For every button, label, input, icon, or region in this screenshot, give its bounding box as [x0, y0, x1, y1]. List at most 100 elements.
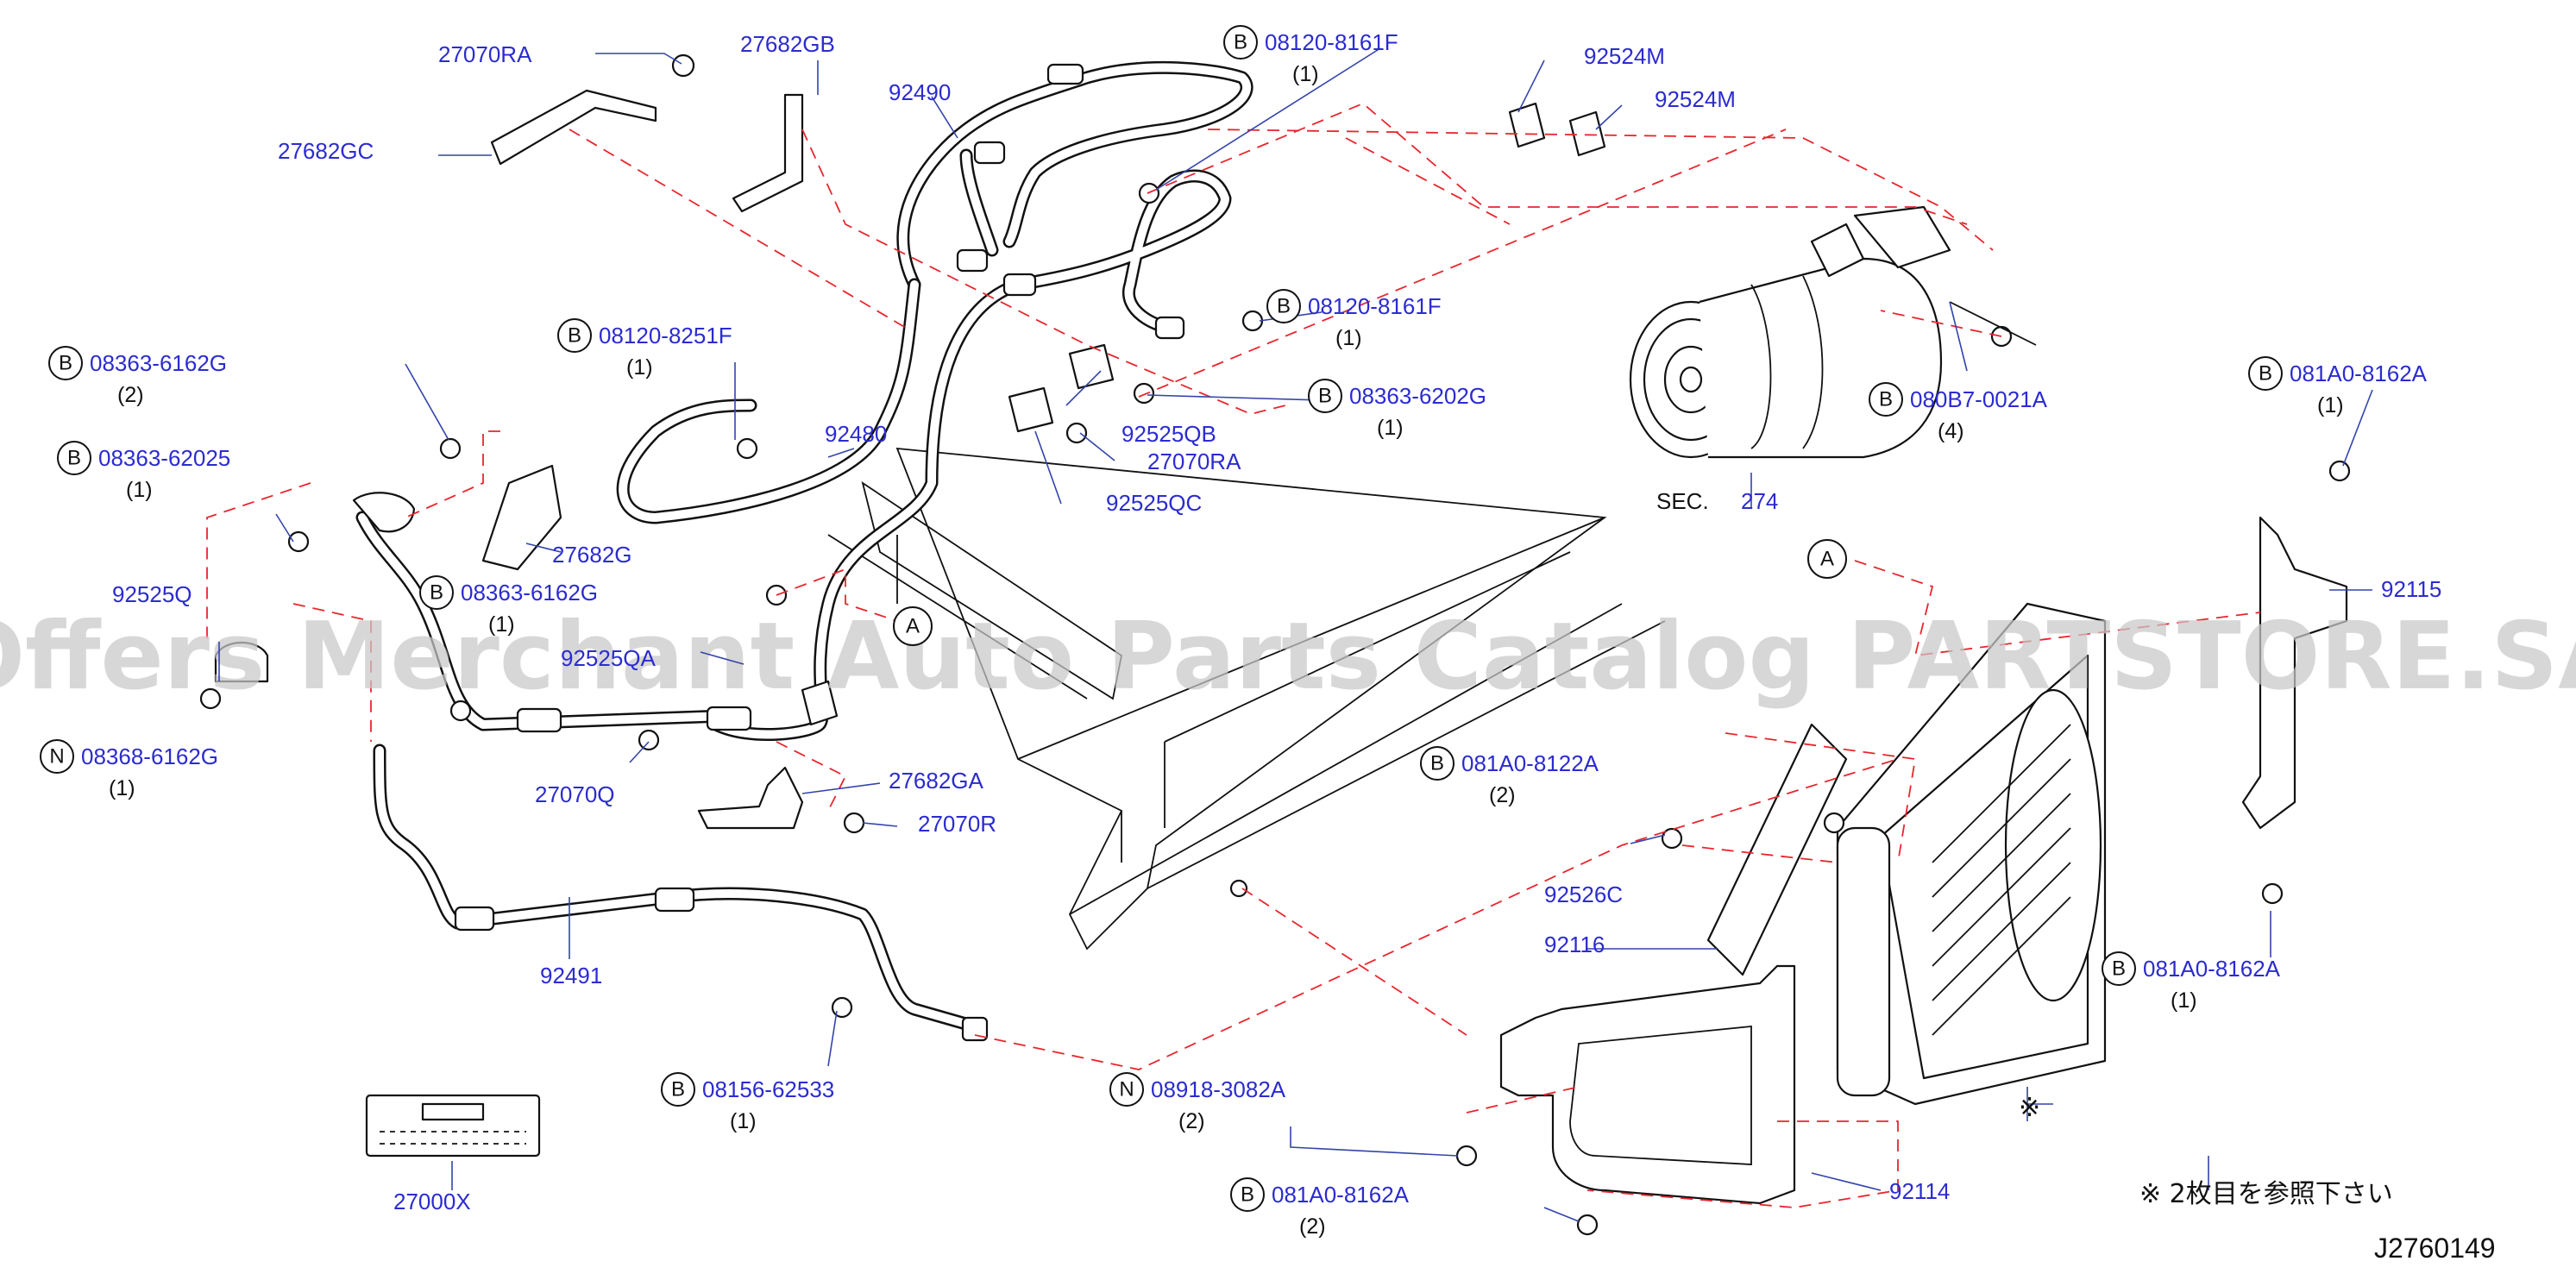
callout-p13[interactable]: 27070RA [1147, 449, 1241, 474]
callout-p26[interactable]: 27682GA [889, 768, 984, 794]
section-ref-number[interactable]: 274 [1741, 488, 1778, 514]
fastener-type-letter: B [59, 352, 72, 375]
callout-p14[interactable]: 92480 [825, 421, 887, 447]
part-number-p28[interactable]: 081A0-8122A [1461, 750, 1599, 776]
callout-p37[interactable]: 92114 [1889, 1178, 1950, 1204]
callout-p28[interactable]: B 081A0-8122A (2) [1420, 746, 1599, 807]
callout-p4[interactable]: 92490 [889, 79, 951, 105]
part-number-p36[interactable]: 081A0-8162A [1272, 1182, 1410, 1208]
frame-rail [827, 447, 1666, 951]
connection-markers: AA [893, 539, 1847, 646]
part-number-p30[interactable]: 92116 [1544, 932, 1605, 957]
callout-p7[interactable]: 92524M [1655, 86, 1736, 112]
connection-marker-m2: A [1807, 539, 1847, 579]
bracket-27682GC [490, 89, 657, 166]
quantity-p18: (1) [126, 478, 153, 502]
part-number-p4[interactable]: 92490 [889, 79, 951, 105]
part-number-p21[interactable]: 92525Q [112, 581, 192, 607]
part-number-p34[interactable]: 08918-3082A [1151, 1076, 1286, 1102]
part-number-p37[interactable]: 92114 [1889, 1178, 1950, 1204]
bolt-type-b-marker [57, 441, 91, 475]
callout-p12[interactable]: 92525QB [1122, 421, 1216, 447]
callout-p6[interactable]: 92524M [1584, 43, 1665, 69]
quantity-p28: (2) [1489, 783, 1516, 807]
hose-92480 [709, 169, 1232, 742]
label-plate-27000X [365, 1094, 541, 1158]
marker-letter: A [1820, 548, 1834, 571]
fastener-type-letter: B [1430, 752, 1444, 775]
part-number-p16[interactable]: 080B7-0021A [1910, 386, 2048, 412]
part-number-p5[interactable]: 08120-8161F [1265, 29, 1398, 55]
condenser [1836, 602, 2107, 1106]
callout-p29[interactable]: 92526C [1544, 882, 1623, 907]
bolt-type-b-marker [419, 575, 454, 610]
part-number-p17[interactable]: 081A0-8162A [2290, 361, 2428, 386]
part-number-p29[interactable]: 92526C [1544, 882, 1623, 907]
part-number-p24[interactable]: 08368-6162G [81, 744, 218, 769]
callout-p25[interactable]: 27070Q [535, 781, 615, 807]
callout-p3[interactable]: 27682GC [278, 138, 374, 164]
part-number-p10[interactable]: 08363-6162G [90, 350, 227, 376]
callout-p2[interactable]: 27682GB [740, 31, 835, 57]
part-number-p11[interactable]: 08363-6202G [1349, 383, 1486, 409]
part-number-p1[interactable]: 27070RA [438, 41, 532, 67]
part-number-p8[interactable]: 08120-8161F [1308, 293, 1442, 319]
part-number-p6[interactable]: 92524M [1584, 43, 1665, 69]
part-number-p33[interactable]: 08156-62533 [702, 1076, 834, 1102]
part-number-p19[interactable]: 27682G [552, 542, 632, 568]
part-number-p27[interactable]: 27070R [918, 811, 996, 837]
part-number-p26[interactable]: 27682GA [889, 768, 984, 794]
callout-p32[interactable]: 92491 [540, 963, 602, 988]
part-number-p22[interactable]: 92525QA [561, 645, 657, 671]
part-number-p14[interactable]: 92480 [825, 421, 887, 447]
fastener-type-letter: N [49, 745, 64, 769]
bolt-type-b-marker [1420, 746, 1454, 781]
callout-p1[interactable]: 27070RA [438, 41, 532, 67]
part-number-p7[interactable]: 92524M [1655, 86, 1736, 112]
section-ref-prefix: SEC. [1656, 488, 1709, 514]
callout-p22[interactable]: 92525QA [561, 645, 657, 671]
bracket-92114-inner [1569, 1026, 1752, 1165]
part-number-p3[interactable]: 27682GC [278, 138, 374, 164]
callout-p27[interactable]: 27070R [918, 811, 996, 837]
part-number-p9[interactable]: 08120-8251F [599, 323, 732, 348]
part-number-p15[interactable]: 92525QC [1106, 490, 1202, 516]
callout-p15[interactable]: 92525QC [1106, 490, 1202, 516]
callout-p23[interactable]: 92115 [2381, 576, 2441, 602]
part-number-p12[interactable]: 92525QB [1122, 421, 1216, 447]
bracket-27682GB [732, 93, 804, 213]
fastener-type-letter: B [568, 324, 581, 348]
callout-p30[interactable]: 92116 [1544, 932, 1605, 957]
bolt-type-b-marker [1266, 289, 1301, 323]
part-number-p31[interactable]: 081A0-8162A [2143, 956, 2281, 982]
callout-p21[interactable]: 92525Q [112, 581, 192, 607]
part-number-p35[interactable]: 27000X [393, 1189, 471, 1214]
fastener-type-letter: B [2259, 362, 2272, 386]
part-number-p25[interactable]: 27070Q [535, 781, 615, 807]
part-number-p32[interactable]: 92491 [540, 963, 602, 988]
part-number-p2[interactable]: 27682GB [740, 31, 835, 57]
fastener-type-letter: B [1234, 31, 1247, 54]
part-number-p18[interactable]: 08363-62025 [98, 445, 230, 471]
section-reference[interactable]: SEC. 274 [1656, 488, 1778, 514]
part-number-p13[interactable]: 27070RA [1147, 449, 1241, 474]
part-number-p20[interactable]: 08363-6162G [461, 580, 598, 605]
callout-p35[interactable]: 27000X [393, 1189, 471, 1214]
part-number-p23[interactable]: 92115 [2381, 576, 2441, 602]
callout-p19[interactable]: 27682G [552, 542, 632, 568]
